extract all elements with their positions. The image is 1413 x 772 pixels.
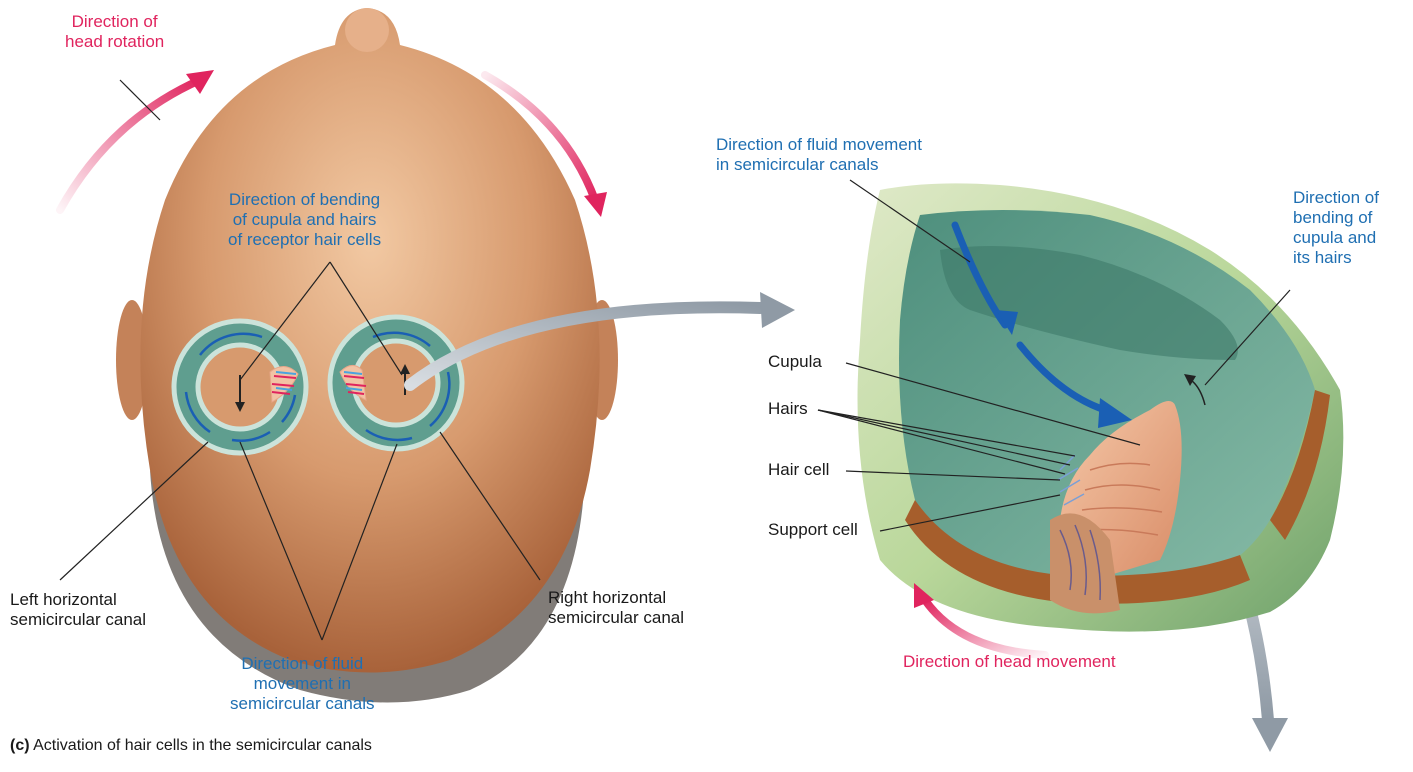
nose	[345, 8, 389, 52]
figure-caption: (c) Activation of hair cells in the semi…	[10, 736, 372, 756]
label-right-horizontal-canal: Right horizontal semicircular canal	[548, 588, 684, 628]
head-rotation-arrowhead-right	[584, 192, 607, 217]
label-left-horizontal-canal: Left horizontal semicircular canal	[10, 590, 146, 630]
label-hair-cell: Hair cell	[768, 460, 829, 480]
caption-letter: (c)	[10, 737, 30, 754]
label-bending-cupula-right: Direction of bending of cupula and its h…	[1293, 188, 1379, 268]
label-cupula: Cupula	[768, 352, 822, 372]
label-fluid-movement-bottom: Direction of fluid movement in semicircu…	[230, 654, 375, 714]
magnify-arrowhead	[760, 292, 795, 328]
label-support-cell: Support cell	[768, 520, 858, 540]
label-fluid-movement-top: Direction of fluid movement in semicircu…	[716, 135, 922, 175]
label-head-movement: Direction of head movement	[903, 652, 1116, 672]
label-head-rotation: Direction of head rotation	[65, 12, 164, 52]
right-semicircular-canal	[330, 317, 462, 449]
continue-arrowhead	[1252, 718, 1288, 752]
left-semicircular-canal	[174, 321, 306, 453]
caption-text: Activation of hair cells in the semicirc…	[33, 737, 372, 754]
label-bending-cupula-left: Direction of bending of cupula and hairs…	[228, 190, 381, 250]
label-hairs: Hairs	[768, 399, 808, 419]
